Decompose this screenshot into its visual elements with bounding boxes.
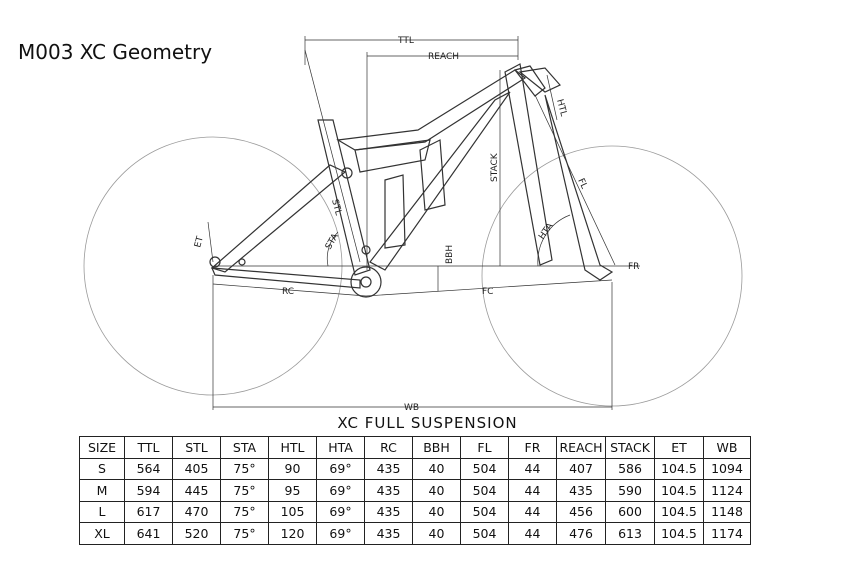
cell: 456	[556, 500, 606, 523]
cell: 75°	[220, 500, 269, 523]
cell: 104.5	[654, 522, 704, 545]
col-stack: STACK	[605, 436, 655, 459]
label-bbh: BBH	[445, 245, 455, 264]
cell: 44	[508, 457, 557, 480]
cell: S	[79, 457, 125, 480]
label-et: ET	[193, 235, 206, 249]
cell: 476	[556, 522, 606, 545]
label-hta: HTA	[537, 221, 556, 242]
cell: 69°	[316, 479, 365, 502]
table-row: XL 641 520 75° 120 69° 435 40 504 44 476…	[79, 522, 751, 545]
cell: 44	[508, 479, 557, 502]
col-ttl: TTL	[124, 436, 173, 459]
cell: 104.5	[654, 500, 704, 523]
label-stack: STACK	[490, 152, 500, 182]
col-reach: REACH	[556, 436, 606, 459]
cell: 1174	[703, 522, 751, 545]
label-ttl: TTL	[397, 36, 414, 46]
cell: 586	[605, 457, 655, 480]
cell: 1124	[703, 479, 751, 502]
label-fr: FR	[628, 262, 639, 272]
cell: 504	[460, 500, 509, 523]
cell: 95	[268, 479, 317, 502]
geometry-table: SIZE TTL STL STA HTL HTA RC BBH FL FR RE…	[79, 436, 751, 545]
cell: 504	[460, 457, 509, 480]
cell: M	[79, 479, 125, 502]
label-wb: WB	[404, 403, 419, 413]
col-fl: FL	[460, 436, 509, 459]
cell: 44	[508, 522, 557, 545]
label-rc: RC	[282, 287, 294, 297]
label-fc: FC	[482, 287, 493, 297]
cell: 40	[412, 500, 461, 523]
label-sta: STA	[324, 231, 341, 251]
table-row: S 564 405 75° 90 69° 435 40 504 44 407 5…	[79, 457, 751, 480]
cell: 435	[364, 479, 413, 502]
cell: 44	[508, 500, 557, 523]
cell: 435	[364, 522, 413, 545]
cell: 40	[412, 479, 461, 502]
cell: 504	[460, 522, 509, 545]
col-fr: FR	[508, 436, 557, 459]
col-size: SIZE	[79, 436, 125, 459]
cell: 69°	[316, 500, 365, 523]
bike-frame	[209, 63, 614, 298]
cell: 594	[124, 479, 173, 502]
col-bbh: BBH	[412, 436, 461, 459]
cell: 641	[124, 522, 173, 545]
label-fl: FL	[575, 177, 588, 190]
dimension-lines	[207, 36, 640, 410]
cell: 69°	[316, 457, 365, 480]
label-htl: HTL	[554, 98, 568, 117]
col-rc: RC	[364, 436, 413, 459]
cell: 104.5	[654, 479, 704, 502]
cell: 40	[412, 522, 461, 545]
cell: 435	[364, 500, 413, 523]
cell: 617	[124, 500, 173, 523]
cell: 75°	[220, 522, 269, 545]
col-sta: STA	[220, 436, 269, 459]
cell: 120	[268, 522, 317, 545]
cell: L	[79, 500, 125, 523]
cell: 75°	[220, 479, 269, 502]
bike-geometry-diagram: TTL REACH HTL STACK STL STA ET BBH HTA F…	[83, 36, 743, 413]
cell: 564	[124, 457, 173, 480]
cell: 105	[268, 500, 317, 523]
label-reach: REACH	[428, 52, 459, 62]
table-title: XC FULL SUSPENSION	[337, 414, 518, 432]
cell: 75°	[220, 457, 269, 480]
cell: 90	[268, 457, 317, 480]
cell: 40	[412, 457, 461, 480]
cell: 520	[172, 522, 221, 545]
cell: 470	[172, 500, 221, 523]
cell: 1148	[703, 500, 751, 523]
col-htl: HTL	[268, 436, 317, 459]
cell: 104.5	[654, 457, 704, 480]
page-title: M003 XC Geometry	[18, 40, 213, 64]
col-et: ET	[654, 436, 704, 459]
label-stl: STL	[329, 198, 343, 216]
cell: 435	[556, 479, 606, 502]
cell: 407	[556, 457, 606, 480]
cell: 1094	[703, 457, 751, 480]
cell: 504	[460, 479, 509, 502]
table-row: M 594 445 75° 95 69° 435 40 504 44 435 5…	[79, 479, 751, 502]
table-row: L 617 470 75° 105 69° 435 40 504 44 456 …	[79, 500, 751, 523]
cell: XL	[79, 522, 125, 545]
cell: 600	[605, 500, 655, 523]
col-stl: STL	[172, 436, 221, 459]
col-wb: WB	[703, 436, 751, 459]
cell: 405	[172, 457, 221, 480]
cell: 69°	[316, 522, 365, 545]
cell: 445	[172, 479, 221, 502]
cell: 590	[605, 479, 655, 502]
cell: 613	[605, 522, 655, 545]
cell: 435	[364, 457, 413, 480]
table-header-row: SIZE TTL STL STA HTL HTA RC BBH FL FR RE…	[79, 436, 751, 459]
col-hta: HTA	[316, 436, 365, 459]
